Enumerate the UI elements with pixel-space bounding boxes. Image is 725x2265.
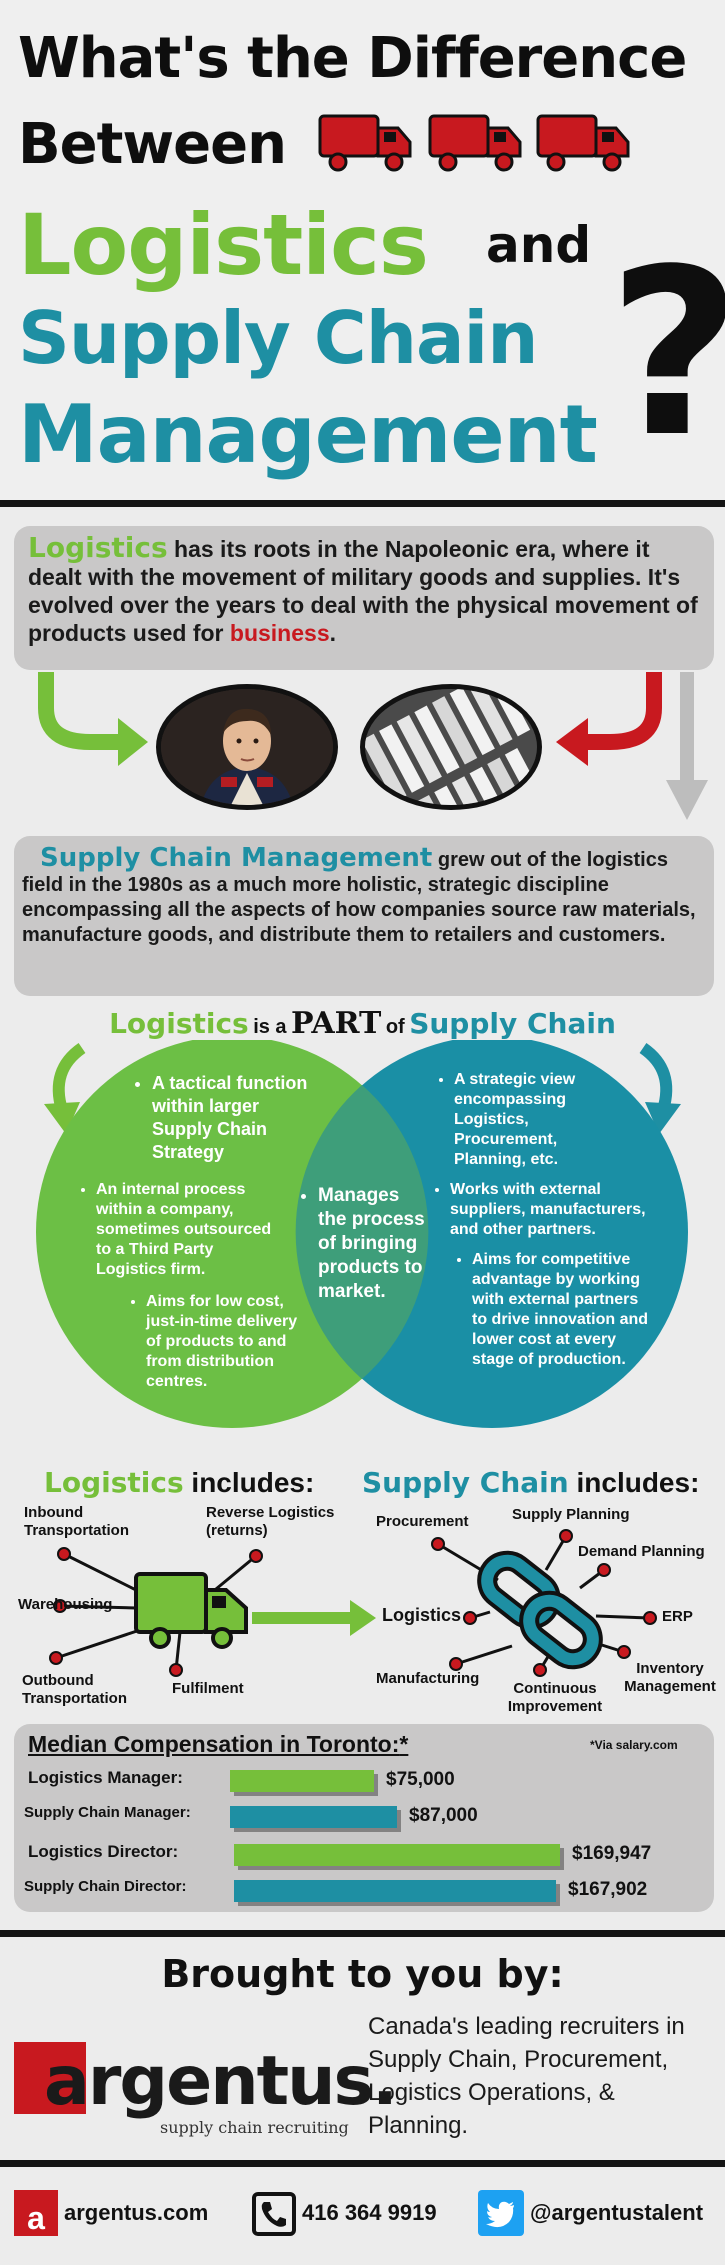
chain-link-icon — [477, 1550, 603, 1670]
label-inbound: Inbound Transportation — [24, 1504, 130, 1539]
compensation-value: $87,000 — [409, 1805, 478, 1826]
label-continuous-improvement: Continuous Improvement — [507, 1680, 603, 1715]
label-erp: ERP — [662, 1608, 693, 1625]
logistics-keyword: Logistics — [28, 531, 168, 564]
divider — [0, 1930, 725, 1937]
compensation-value: $169,947 — [572, 1843, 652, 1864]
compensation-bar — [230, 1806, 397, 1828]
napoleon-portrait — [156, 684, 338, 810]
venn-left-item-1: A tactical function within larger Supply… — [134, 1072, 314, 1168]
title-and: and — [486, 216, 592, 274]
includes-diagram — [49, 1529, 657, 1677]
title-logistics: Logistics — [18, 196, 429, 294]
title-section: What's the Difference Between Logistics … — [0, 0, 725, 500]
arrow-left-icon — [556, 718, 588, 766]
compensation-label: Logistics Manager: — [28, 1768, 183, 1787]
label-outbound: Outbound Transportation — [22, 1672, 128, 1707]
venn-right-item-1: A strategic view encompassing Logistics,… — [436, 1070, 626, 1174]
logistics-intro-panel — [14, 526, 714, 670]
title-supply-chain: Supply Chain — [18, 296, 538, 380]
title-line-2: Between — [18, 112, 287, 177]
logo-badge: a — [14, 2190, 58, 2236]
logistics-includes-heading: Logistics includes: — [44, 1466, 315, 1499]
compensation-label: Supply Chain Director: — [24, 1878, 187, 1895]
arrow-right-icon — [118, 718, 148, 766]
title-line-1: What's the Difference — [18, 26, 687, 91]
compensation-bar — [234, 1844, 560, 1866]
business-highlight: business — [229, 620, 330, 646]
question-mark: ? — [608, 240, 725, 470]
venn-right-item-3: Aims for competitive advantage by workin… — [454, 1250, 654, 1374]
label-procurement: Procurement — [376, 1513, 469, 1530]
label-supply-planning: Supply Planning — [512, 1506, 630, 1523]
arrow-down-icon — [44, 1102, 80, 1134]
divider — [0, 2160, 725, 2167]
compensation-title: Median Compensation in Toronto:* — [28, 1731, 409, 1757]
scm-intro-text: Supply Chain Management grew out of the … — [22, 843, 696, 946]
venn-heading: Logistics is a PART of Supply Chain — [109, 1006, 616, 1041]
venn-left-item-2: An internal process within a company, so… — [78, 1180, 288, 1284]
scm-keyword: Supply Chain Management — [40, 843, 433, 873]
compensation-bar — [230, 1770, 374, 1792]
phone-icon — [252, 2192, 296, 2236]
scm-intro-panel — [14, 836, 714, 996]
twitter-handle[interactable]: @argentustalent — [530, 2200, 704, 2225]
label-warehousing: Warehousing — [18, 1596, 113, 1613]
trucks-photo — [360, 684, 542, 810]
compensation-bar — [234, 1880, 556, 1902]
label-reverse-logistics: Reverse Logistics (returns) — [206, 1504, 335, 1539]
logistics-intro-text: Logistics has its roots in the Napoleoni… — [28, 531, 698, 647]
venn-right-item-2: Works with external suppliers, manufactu… — [432, 1180, 672, 1244]
title-management: Management — [18, 388, 598, 481]
arrow-down-icon — [645, 1102, 681, 1134]
label-manufacturing: Manufacturing — [376, 1670, 480, 1687]
arrow-down-icon — [666, 780, 708, 820]
brought-heading: Brought to you by: — [161, 1952, 564, 1996]
compensation-label: Supply Chain Manager: — [24, 1804, 191, 1821]
divider — [0, 500, 725, 507]
arrow-right-icon — [350, 1600, 376, 1636]
logo-subtitle: supply chain recruiting — [160, 2118, 349, 2137]
truck-icon — [428, 114, 522, 172]
truck-icon — [318, 114, 412, 172]
compensation-value: $167,902 — [568, 1879, 648, 1900]
compensation-value: $75,000 — [386, 1769, 455, 1790]
label-fulfilment: Fulfilment — [172, 1680, 244, 1697]
brought-tagline: Canada's leading recruiters in Supply Ch… — [368, 2013, 685, 2139]
twitter-icon — [478, 2190, 524, 2236]
venn-diagram — [36, 1040, 688, 1428]
website-link[interactable]: argentus.com — [64, 2200, 209, 2225]
label-demand-planning: Demand Planning — [578, 1543, 705, 1560]
compensation-source: *Via salary.com — [590, 1738, 678, 1752]
truck-icon — [536, 114, 630, 172]
venn-center-item: Manages the process of bringing products… — [300, 1184, 430, 1308]
truck-icon — [134, 1572, 248, 1649]
logo-mark — [14, 2042, 86, 2114]
intro-arrows — [38, 672, 708, 820]
label-logistics: Logistics — [382, 1605, 462, 1625]
logo-wordmark: argentus. — [44, 2042, 398, 2121]
label-inventory-management: Inventory Management — [624, 1660, 716, 1695]
venn-left-item-3: Aims for low cost, just-in-time delivery… — [128, 1292, 308, 1396]
supply-includes-heading: Supply Chain includes: — [362, 1466, 700, 1499]
phone-number[interactable]: 416 364 9919 — [302, 2200, 437, 2225]
compensation-label: Logistics Director: — [28, 1842, 179, 1861]
